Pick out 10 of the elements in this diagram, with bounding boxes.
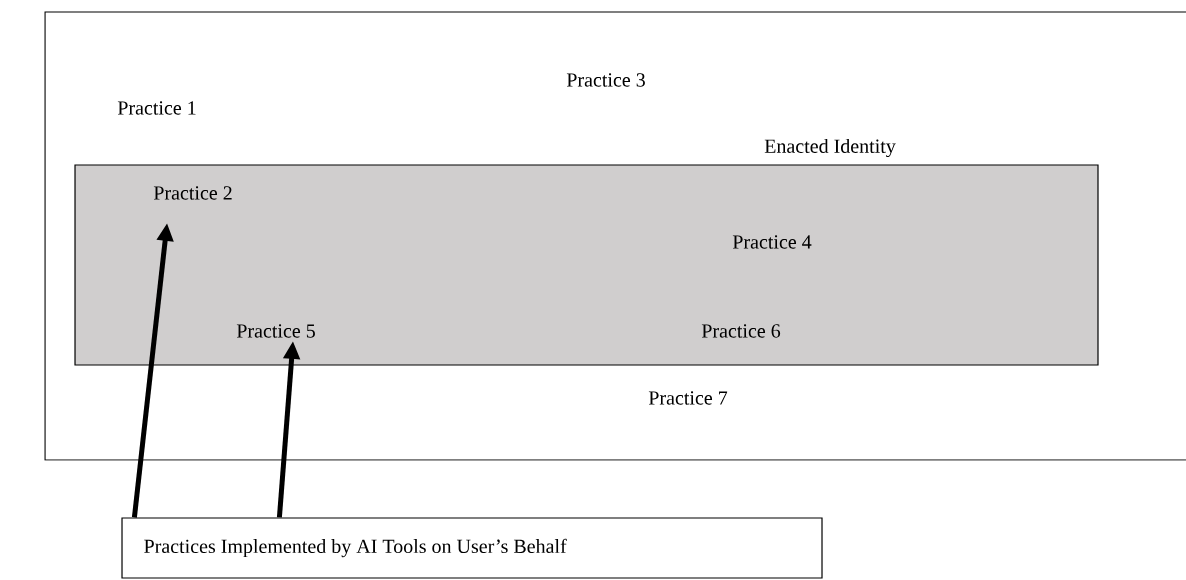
practice-label: Practice 7 (648, 391, 728, 405)
practice-label: Practice 2 (153, 186, 232, 200)
node-label: Enacted Identity (764, 138, 896, 158)
practice-label: Practice 6 (701, 324, 781, 338)
practice-label: Practice 4 (732, 235, 812, 249)
practice-label: Practice 1 (117, 101, 196, 115)
text-box: Practices Implemented by AI Tools on User’s Behalf (121, 517, 823, 579)
frame-box (44, 11, 1186, 461)
practice-label: Practice 3 (566, 73, 645, 87)
practice-label: Practice 5 (236, 324, 315, 338)
